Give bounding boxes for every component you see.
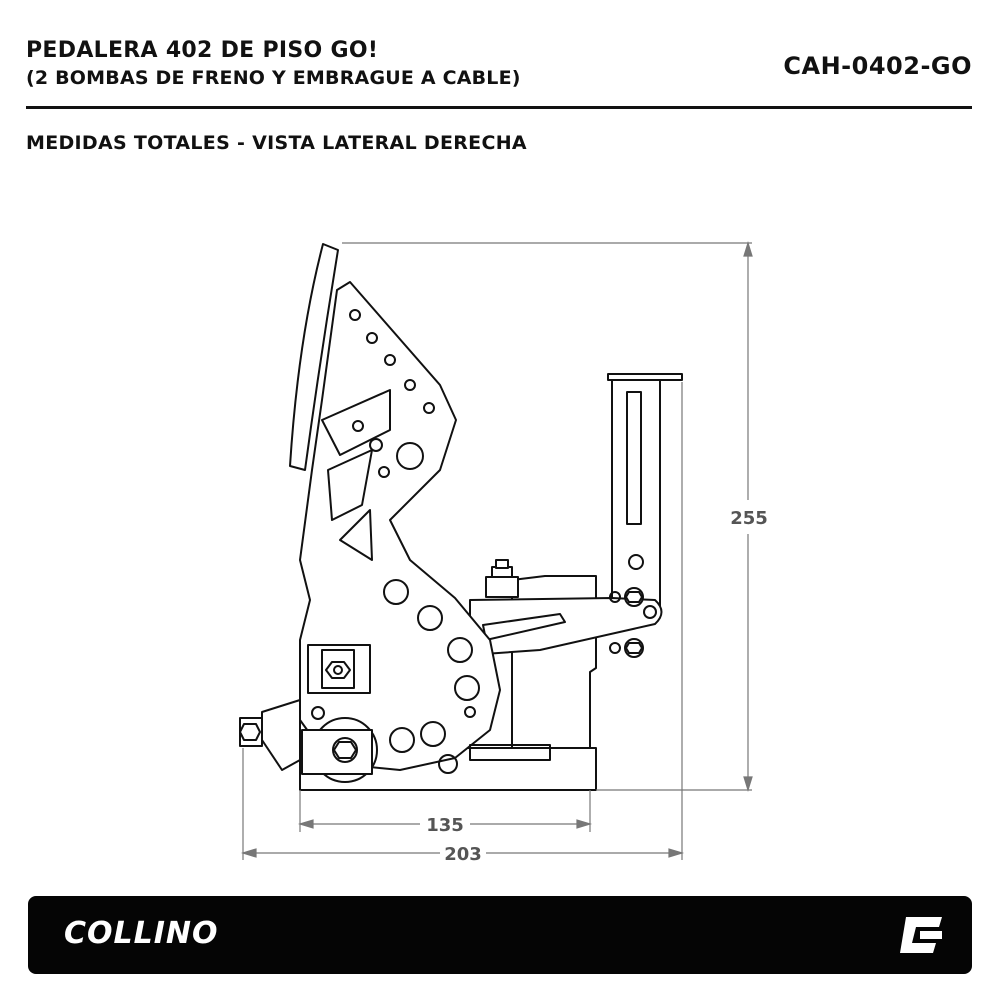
header-divider [26, 106, 972, 109]
left-adjuster [239, 717, 263, 747]
nut-upper [624, 587, 644, 607]
pedal-pad [289, 243, 339, 471]
nut-lower [624, 638, 644, 658]
section-title: MEDIDAS TOTALES - VISTA LATERAL DERECHA [26, 132, 527, 154]
brand-mark-icon [900, 917, 942, 953]
dimension-total-width: 203 [444, 844, 482, 865]
dimension-base-width: 135 [426, 815, 464, 836]
pedal-arm [299, 281, 501, 771]
dimension-height: 255 [730, 508, 768, 529]
page-subtitle: (2 BOMBAS DE FRENO Y EMBRAGUE A CABLE) [26, 67, 521, 89]
footer-bar: COLLINO [28, 896, 972, 974]
brand-logo-text: COLLINO [64, 916, 219, 951]
product-code: CAH-0402-GO [783, 52, 972, 80]
pedal-drawing: 255 135 203 [239, 240, 768, 865]
brake-arm [469, 597, 663, 656]
page-title: PEDALERA 402 DE PISO GO! [26, 38, 379, 63]
